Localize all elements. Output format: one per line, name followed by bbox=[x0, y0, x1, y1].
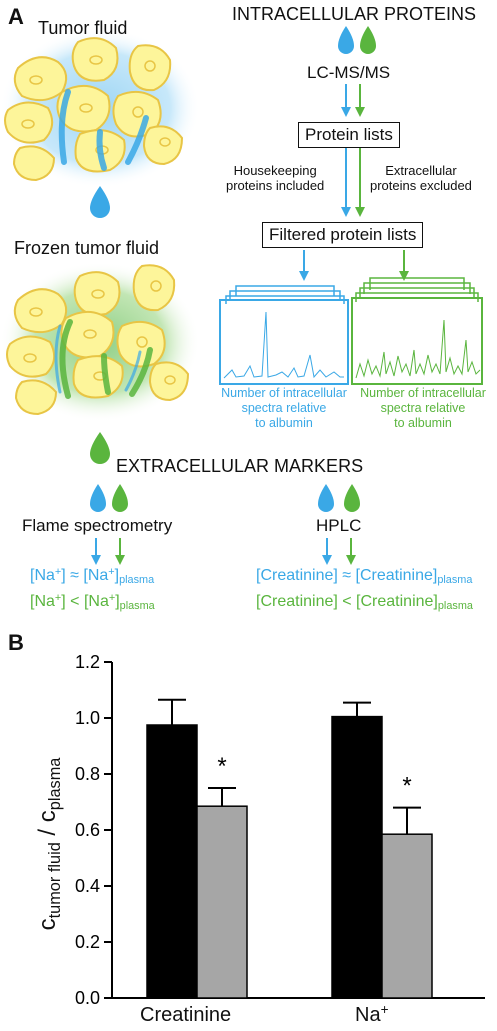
filtered-lists-box: Filtered protein lists bbox=[262, 222, 424, 248]
significance-star: * bbox=[402, 773, 411, 800]
y-tick-label: 0.0 bbox=[75, 988, 100, 1008]
panel-b-letter: B bbox=[8, 630, 24, 655]
creatinine-green-relation: [Creatinine] < [Creatinine]plasma bbox=[256, 593, 473, 613]
flame-spectrometry-label: Flame spectrometry bbox=[22, 516, 173, 535]
green-drop-icon bbox=[360, 26, 376, 54]
bar bbox=[381, 833, 433, 999]
creatinine-blue-relation: [Creatinine] ≈ [Creatinine]plasma bbox=[256, 567, 473, 587]
green-drop-icon bbox=[90, 432, 110, 464]
panel-a-graphics bbox=[0, 26, 483, 565]
y-tick-label: 1.2 bbox=[75, 652, 100, 672]
bar bbox=[331, 715, 383, 999]
y-tick-label: 0.4 bbox=[75, 876, 100, 896]
frozen-tumor-fluid-label: Frozen tumor fluid bbox=[14, 238, 160, 258]
green-drop-icon bbox=[112, 484, 128, 512]
y-tick-label: 0.8 bbox=[75, 764, 100, 784]
blue-drop-icon bbox=[90, 186, 110, 218]
green-spectra-stack bbox=[351, 277, 483, 385]
frozen-tumor-fluid-illustration bbox=[0, 262, 200, 422]
panel-a-letter: A bbox=[8, 4, 24, 29]
protein-lists-box: Protein lists bbox=[298, 122, 400, 148]
x-tick-creatinine: Creatinine bbox=[140, 1004, 232, 1026]
blue-drop-icon bbox=[90, 484, 106, 512]
extracellular-title: EXTRACELLULAR MARKERS bbox=[116, 456, 364, 476]
tumor-fluid-label: Tumor fluid bbox=[38, 18, 128, 38]
na-green-relation: [Na+] < [Na+]plasma bbox=[30, 591, 155, 613]
bar bbox=[196, 805, 248, 999]
x-tick-na: Na+ bbox=[355, 1002, 389, 1026]
intracellular-title: INTRACELLULAR PROTEINS bbox=[232, 4, 477, 24]
na-blue-relation: [Na+] ≈ [Na+]plasma bbox=[30, 565, 155, 587]
hplc-label: HPLC bbox=[316, 516, 362, 535]
y-tick-label: 1.0 bbox=[75, 708, 100, 728]
blue-drop-icon bbox=[338, 26, 354, 54]
lcms-label: LC-MS/MS bbox=[307, 63, 391, 82]
tumor-fluid-illustration bbox=[0, 28, 200, 188]
y-tick-label: 0.6 bbox=[75, 820, 100, 840]
blue-spectra-stack bbox=[219, 285, 349, 385]
blue-drop-icon bbox=[318, 484, 334, 512]
bar bbox=[146, 724, 198, 999]
green-drop-icon bbox=[344, 484, 360, 512]
y-tick-label: 0.2 bbox=[75, 932, 100, 952]
significance-star: * bbox=[217, 753, 226, 780]
